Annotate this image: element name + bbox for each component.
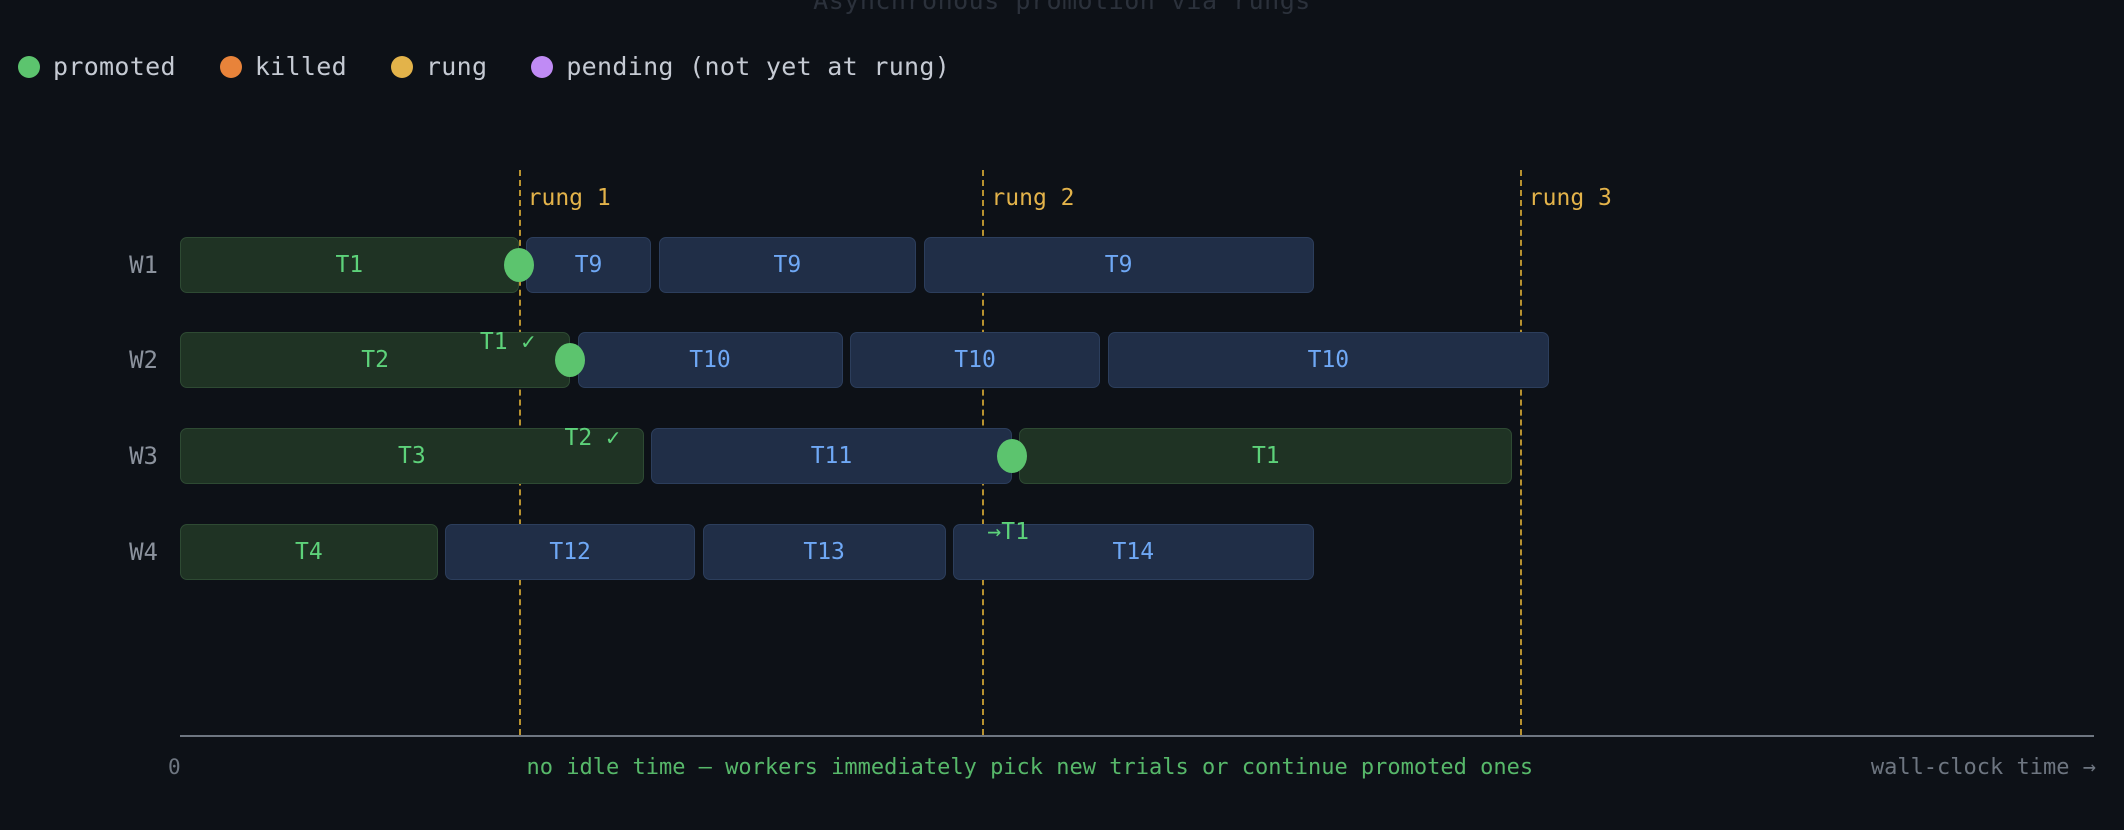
gantt-bar[interactable]: T13 [702, 524, 946, 580]
axis-zero-label: 0 [168, 755, 181, 779]
rung-label-1: rung 1 [527, 185, 611, 211]
promotion-annotation: T1 ✓ [479, 329, 536, 355]
gantt-bar-label: T9 [574, 252, 603, 278]
worker-label-W3: W3 [129, 442, 158, 470]
gantt-bar[interactable]: T14 [952, 524, 1314, 580]
gantt-bar-label: T12 [549, 539, 591, 565]
circle-icon [531, 55, 554, 78]
gantt-bar[interactable]: T11 [651, 428, 1012, 484]
gantt-bar-label: T2 [361, 347, 389, 373]
legend-item-promoted: promoted [18, 52, 176, 81]
gantt-bar-label: T11 [810, 443, 853, 469]
circle-icon [18, 55, 40, 78]
promotion-marker-icon[interactable] [555, 343, 586, 377]
gantt-bar-label: T10 [954, 347, 996, 373]
gantt-bar[interactable]: T3 [180, 428, 644, 484]
gantt-bar-label: T9 [1104, 252, 1133, 278]
promotion-marker-icon[interactable] [996, 439, 1027, 473]
legend-item-killed: killed [219, 52, 347, 81]
gantt-bar-label: T13 [803, 539, 845, 565]
promotion-annotation: T2 ✓ [564, 425, 620, 451]
promotion-marker-icon[interactable] [503, 248, 534, 282]
gantt-bar[interactable]: T9 [923, 237, 1314, 293]
gantt-bar-label: T9 [773, 252, 802, 278]
axis-note: no idle time — workers immediately pick … [526, 755, 1534, 780]
worker-label-W2: W2 [129, 346, 158, 374]
legend-item-rung: rung [390, 52, 488, 81]
gantt-bar[interactable]: T1 [1019, 428, 1513, 484]
legend-label: killed [254, 52, 347, 81]
gantt-bar[interactable]: T10 [577, 332, 843, 388]
legend: promoted killed rung pending (not yet at ru… [18, 52, 994, 81]
gantt-bar[interactable]: T9 [525, 237, 652, 293]
gantt-bar[interactable]: T10 [1107, 332, 1550, 388]
rung-label-3: rung 3 [1528, 185, 1612, 211]
gantt-bar-label: T10 [1307, 347, 1350, 373]
gantt-bar-label: T14 [1112, 539, 1155, 565]
worker-label-W4: W4 [129, 538, 158, 566]
gantt-bar[interactable]: T9 [658, 237, 917, 293]
worker-label-W1: W1 [129, 251, 158, 279]
x-axis-line [180, 735, 2094, 737]
circle-icon [219, 55, 242, 78]
legend-label: promoted [53, 52, 176, 81]
gantt-bar-label: T1 [335, 252, 364, 278]
page-title: Asynchronous promotion via rungs [813, 0, 1311, 15]
gantt-bar-label: T4 [294, 539, 323, 565]
rung-label-2: rung 2 [991, 185, 1075, 211]
rung-line-3 [1519, 170, 1522, 735]
gantt-bar[interactable]: T1 [180, 237, 519, 293]
axis-right-label: wall-clock time → [1870, 755, 2096, 780]
legend-label: pending (not yet at rung) [566, 52, 951, 81]
circle-icon [390, 55, 413, 78]
promotion-annotation: →T1 [987, 519, 1029, 545]
legend-item-pending: pending (not yet at rung) [531, 52, 950, 81]
gantt-bar-label: T3 [398, 443, 426, 469]
gantt-bar[interactable]: T4 [180, 524, 438, 580]
legend-label: rung [425, 52, 488, 81]
gantt-bar-label: T1 [1251, 443, 1280, 469]
gantt-bar[interactable]: T10 [849, 332, 1101, 388]
gantt-bar-label: T10 [689, 347, 731, 373]
gantt-bar[interactable]: T12 [445, 524, 696, 580]
